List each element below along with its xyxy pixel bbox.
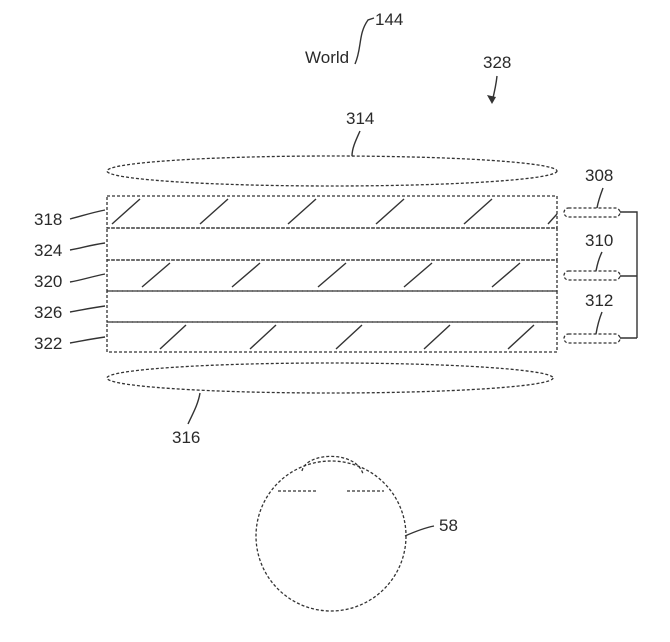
hatch-320 [142,263,520,287]
leader-324 [70,243,105,250]
layer-stack [107,196,557,352]
leader-310 [596,252,602,271]
ref-144: 144 [375,10,403,29]
leader-58 [405,526,434,536]
layer-324 [107,228,557,260]
leader-308 [597,188,603,208]
bottom-lens [107,363,553,393]
leader-320 [70,274,105,282]
leader-316 [188,393,200,424]
ref-58: 58 [439,516,458,535]
top-lens [107,156,557,186]
eyeball [256,461,406,611]
leader-318 [70,210,105,219]
ref-312: 312 [585,291,613,310]
layer-326 [107,291,557,322]
ref-324: 324 [34,241,62,260]
light-sources [564,208,637,343]
ref-310: 310 [585,231,613,250]
leader-144 [355,18,374,64]
ref-320: 320 [34,272,62,291]
eye [256,456,406,611]
layer-322 [107,322,557,352]
connector-308 [620,212,637,338]
hatch-318 [112,199,557,224]
leader-322 [70,337,105,343]
light-source-312 [564,334,620,343]
light-source-308 [564,208,620,217]
hatch-322 [160,325,534,349]
arrowhead-328 [487,95,496,104]
ref-316: 316 [172,428,200,447]
world-label: World [305,48,349,67]
ref-314: 314 [346,109,374,128]
ref-328: 328 [483,53,511,72]
ref-318: 318 [34,210,62,229]
light-source-310 [564,271,620,280]
ref-326: 326 [34,303,62,322]
ref-322: 322 [34,334,62,353]
ref-308: 308 [585,166,613,185]
leader-312 [596,312,602,334]
leader-326 [70,306,105,312]
leader-314 [352,131,360,156]
